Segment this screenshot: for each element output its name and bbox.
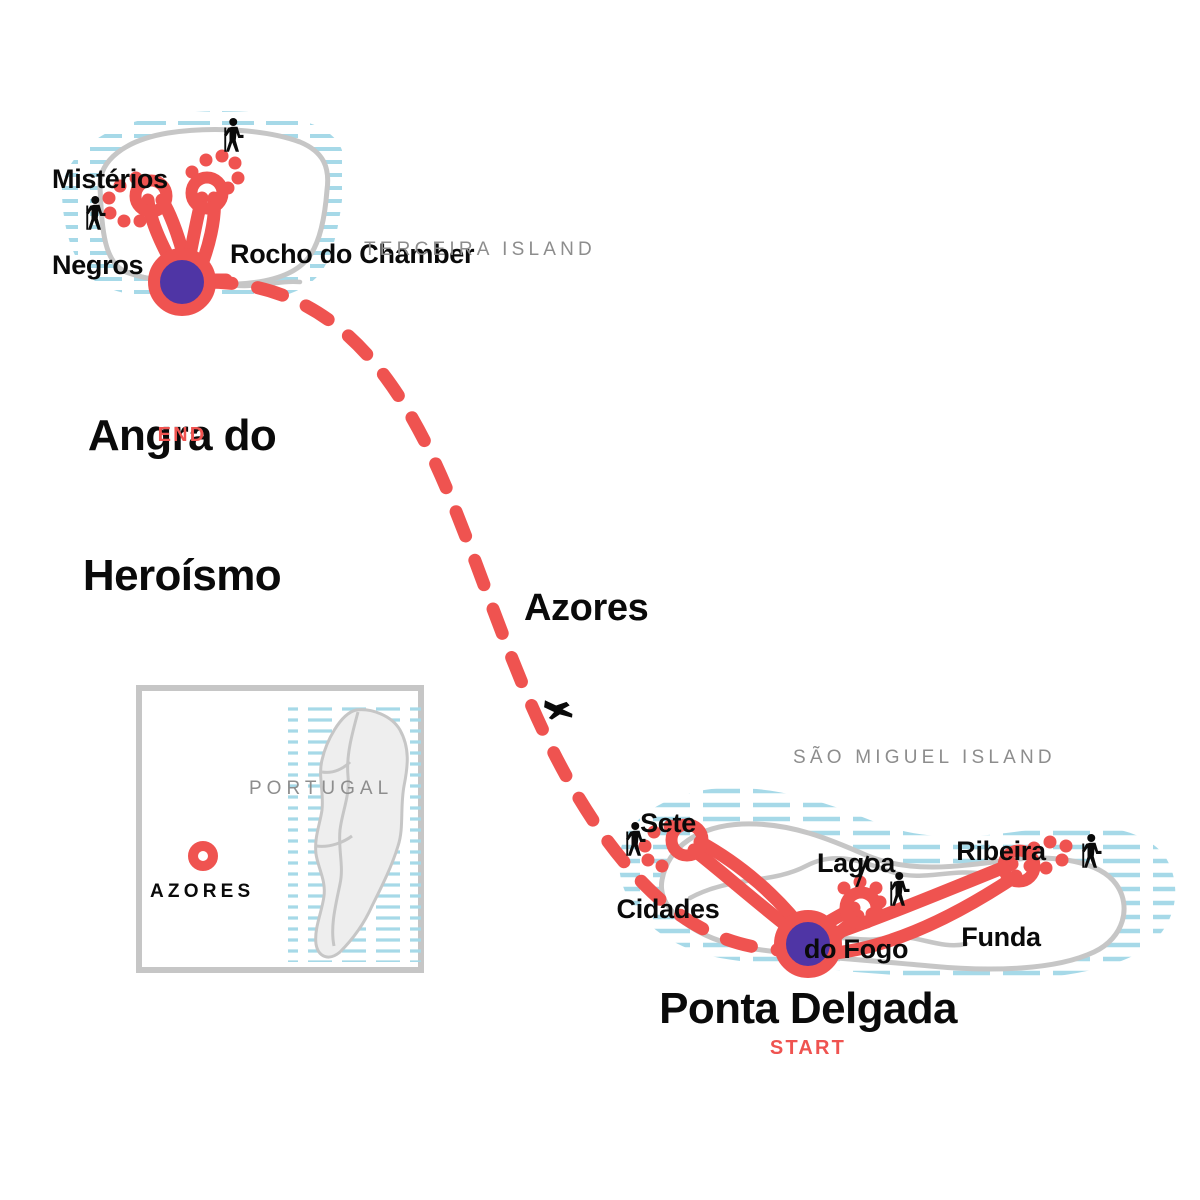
stop-marker-lagoa-do-fogo[interactable]: [839, 886, 883, 930]
inset-azores-marker[interactable]: [188, 841, 218, 871]
inset-azores-label: AZORES: [150, 881, 255, 902]
plane-icon: [544, 700, 573, 720]
hub-marker-ponta-delgada[interactable]: [774, 910, 842, 978]
stop-label-line2: Cidades: [616, 894, 720, 925]
stop-label-line2: Negros: [52, 250, 144, 281]
stop-marker-misterios-negros[interactable]: [129, 174, 173, 218]
inset-country-label: PORTUGAL: [249, 778, 394, 799]
inset-map: [136, 685, 424, 973]
hiker-icon: [1082, 834, 1102, 868]
terceira-hiking-trails: [102, 149, 245, 228]
hub-marker-angra-do-heroismo[interactable]: [148, 248, 216, 316]
stop-label-sete-cidades: Sete Cidades: [596, 752, 740, 981]
stop-label-line1: Rocho do Chamber: [230, 239, 475, 270]
stop-label-line1: Sete: [640, 808, 696, 839]
stop-label-misterios-negros: Mistérios Negros: [52, 108, 168, 337]
route-sete-cidades-out: [687, 843, 799, 937]
stop-label-line1: Ribeira: [956, 836, 1046, 867]
stop-label-line1: Mistérios: [52, 164, 168, 195]
region-title-azores: Azores: [524, 587, 649, 629]
city-label-line1: Angra do: [87, 411, 277, 461]
stop-label-line2: Funda: [961, 922, 1041, 953]
stop-marker-rocho-do-chamber[interactable]: [185, 171, 229, 215]
inset-river-line-2: [315, 834, 353, 848]
stop-label-lagoa-do-fogo: Lagoa do Fogo: [790, 792, 922, 1021]
city-label-line2: Heroísmo: [82, 551, 282, 601]
island-label-sao-miguel: SÃO MIGUEL ISLAND: [793, 747, 1056, 768]
stop-label-ribeira-funda: Ribeira Funda: [938, 780, 1064, 1009]
stop-markers: [129, 171, 1041, 930]
hiker-icon: [86, 196, 106, 230]
stop-label-rocho-do-chamber: Rocho do Chamber: [230, 183, 475, 326]
city-label-ponta-delgada: Ponta Delgada: [659, 984, 957, 1033]
stop-label-line1: Lagoa: [816, 848, 895, 879]
city-label-angra-do-heroismo: Angra do Heroísmo: [26, 320, 338, 693]
hiker-icon: [626, 822, 646, 856]
route-ribeira-funda-back: [817, 869, 1023, 961]
flight-route-dashed: [199, 275, 809, 957]
stop-label-line2: do Fogo: [803, 934, 909, 965]
sao-miguel-ridge-west: [687, 856, 987, 901]
hub-markers: [148, 248, 842, 978]
route-ribeira-funda-out: [815, 857, 1019, 945]
terminus-badge-start: START: [769, 1037, 847, 1059]
stop-marker-sete-cidades[interactable]: [665, 818, 709, 862]
inset-country-border: [331, 711, 360, 947]
terminus-badge-end: END: [157, 424, 207, 446]
inset-river-line: [321, 760, 352, 774]
stop-marker-ribeira-funda[interactable]: [997, 844, 1041, 888]
hiker-icons-group: [86, 118, 1102, 906]
hiker-icon: [890, 872, 910, 906]
hiker-icon: [224, 118, 244, 152]
island-label-terceira: TERCEIRA ISLAND: [364, 239, 596, 260]
